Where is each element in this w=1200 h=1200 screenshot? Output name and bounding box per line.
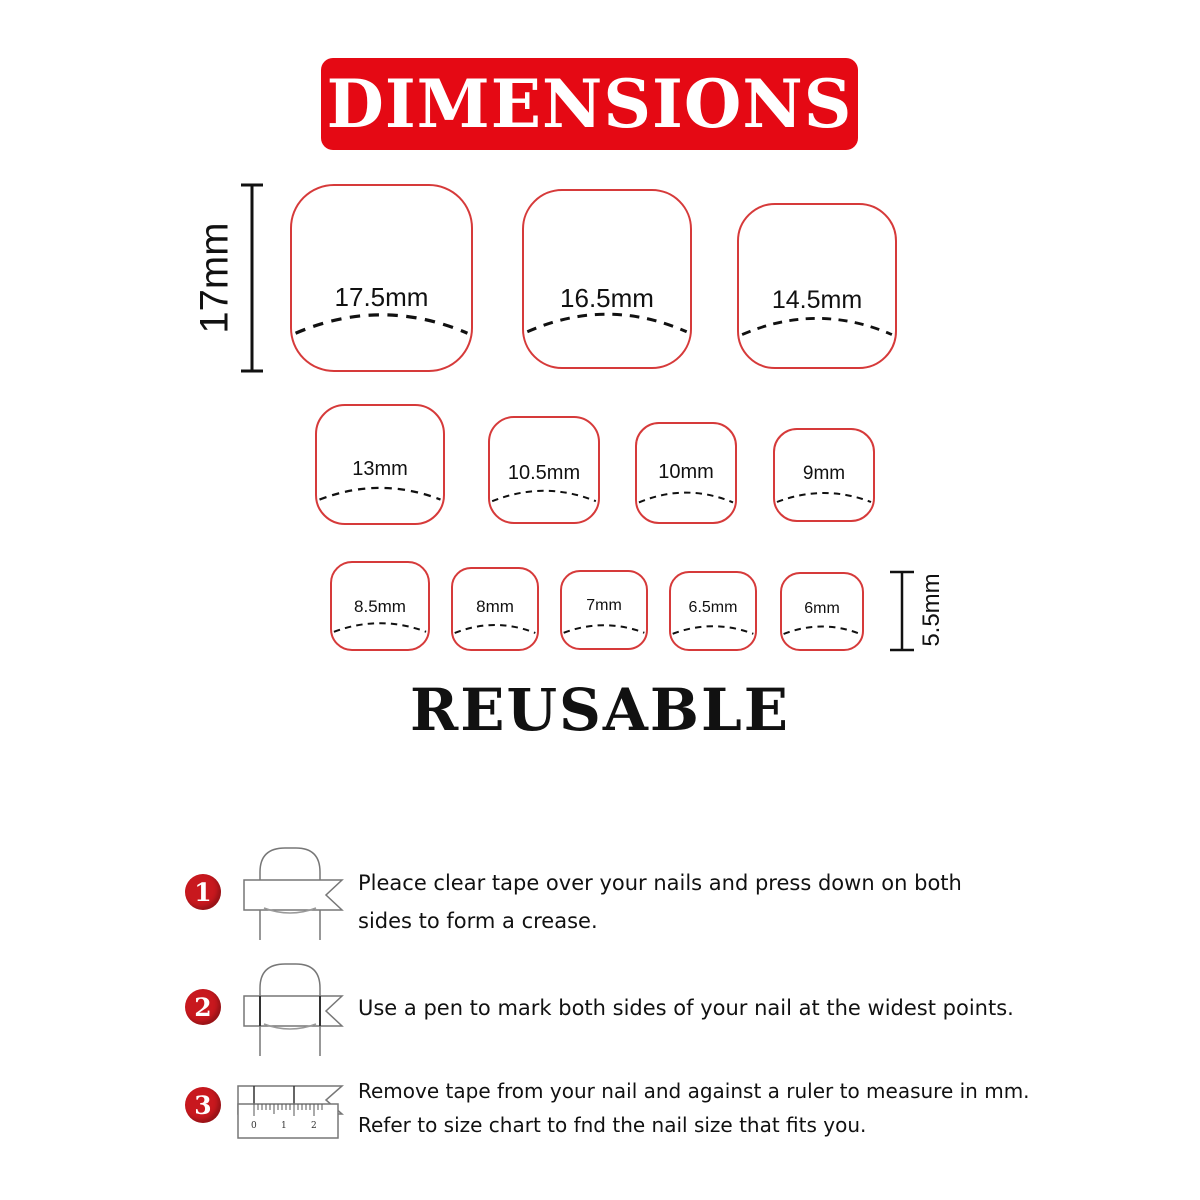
step-1-badge: 1 (185, 874, 221, 910)
ruler-tick-label: 2 (311, 1121, 317, 1131)
nail-size-label: 13mm (352, 458, 408, 480)
nail-10mm: 10mm (635, 422, 737, 524)
nail-6-5mm: 6.5mm (669, 571, 757, 651)
height-marker-top (241, 183, 263, 373)
nail-size-label: 14.5mm (771, 286, 863, 314)
nail-14-5mm: 14.5mm (737, 203, 897, 369)
cuticle-line (672, 625, 754, 635)
nail-size-label: 6mm (804, 600, 840, 617)
nail-size-label: 8mm (476, 597, 514, 616)
reusable-heading: REUSABLE (410, 676, 790, 744)
cuticle-line (294, 313, 469, 335)
nail-size-label: 10.5mm (507, 462, 581, 484)
page-title: DIMENSIONS (326, 65, 853, 143)
height-label-top: 17mm (192, 222, 237, 334)
nail-size-label: 16.5mm (560, 283, 654, 313)
nail-16-5mm: 16.5mm (522, 189, 692, 369)
height-label-bottom: 5.5mm (918, 573, 945, 647)
step-3-text-line-2: Refer to size chart to fnd the nail size… (358, 1113, 867, 1137)
cuticle-line (563, 624, 645, 634)
cuticle-line (319, 486, 441, 501)
cuticle-line (741, 317, 893, 336)
nail-6mm: 6mm (780, 572, 864, 651)
cuticle-line (783, 625, 861, 635)
nail-8mm: 8mm (451, 567, 539, 651)
cuticle-line (638, 491, 734, 504)
ruler-tick-label: 0 (251, 1121, 257, 1131)
tape-press-icon (243, 847, 344, 940)
cuticle-line (526, 312, 688, 334)
cuticle-line (491, 489, 597, 503)
nail-size-label: 7mm (586, 597, 622, 614)
nail-size-label: 6.5mm (688, 599, 738, 616)
cuticle-line (454, 624, 536, 634)
step-1-text-line-1: Pleace clear tape over your nails and pr… (358, 871, 962, 895)
nail-size-label: 17.5mm (334, 282, 429, 312)
nail-size-label: 8.5mm (354, 597, 406, 616)
nail-size-label: 10mm (658, 461, 714, 483)
pen-mark-icon (243, 963, 344, 1056)
nail-7mm: 7mm (560, 570, 648, 650)
step-3-badge: 3 (185, 1087, 221, 1123)
nail-9mm: 9mm (773, 428, 875, 522)
step-1-text-line-2: sides to form a crease. (358, 909, 598, 933)
ruler-icon: 0 1 2 (237, 1085, 344, 1139)
cuticle-line (333, 622, 427, 633)
nail-size-label: 9mm (802, 463, 846, 484)
step-3-text-line-1: Remove tape from your nail and against a… (358, 1079, 1030, 1103)
cuticle-line (776, 492, 872, 503)
height-marker-bottom (890, 570, 914, 652)
step-2-badge: 2 (185, 989, 221, 1025)
step-2-text-line-1: Use a pen to mark both sides of your nai… (358, 996, 1014, 1020)
nail-8-5mm: 8.5mm (330, 561, 430, 651)
nail-13mm: 13mm (315, 404, 445, 525)
nail-10-5mm: 10.5mm (488, 416, 600, 524)
nail-17-5mm: 17.5mm (290, 184, 473, 372)
ruler-tick-label: 1 (281, 1121, 287, 1131)
title-badge: DIMENSIONS (321, 58, 858, 150)
